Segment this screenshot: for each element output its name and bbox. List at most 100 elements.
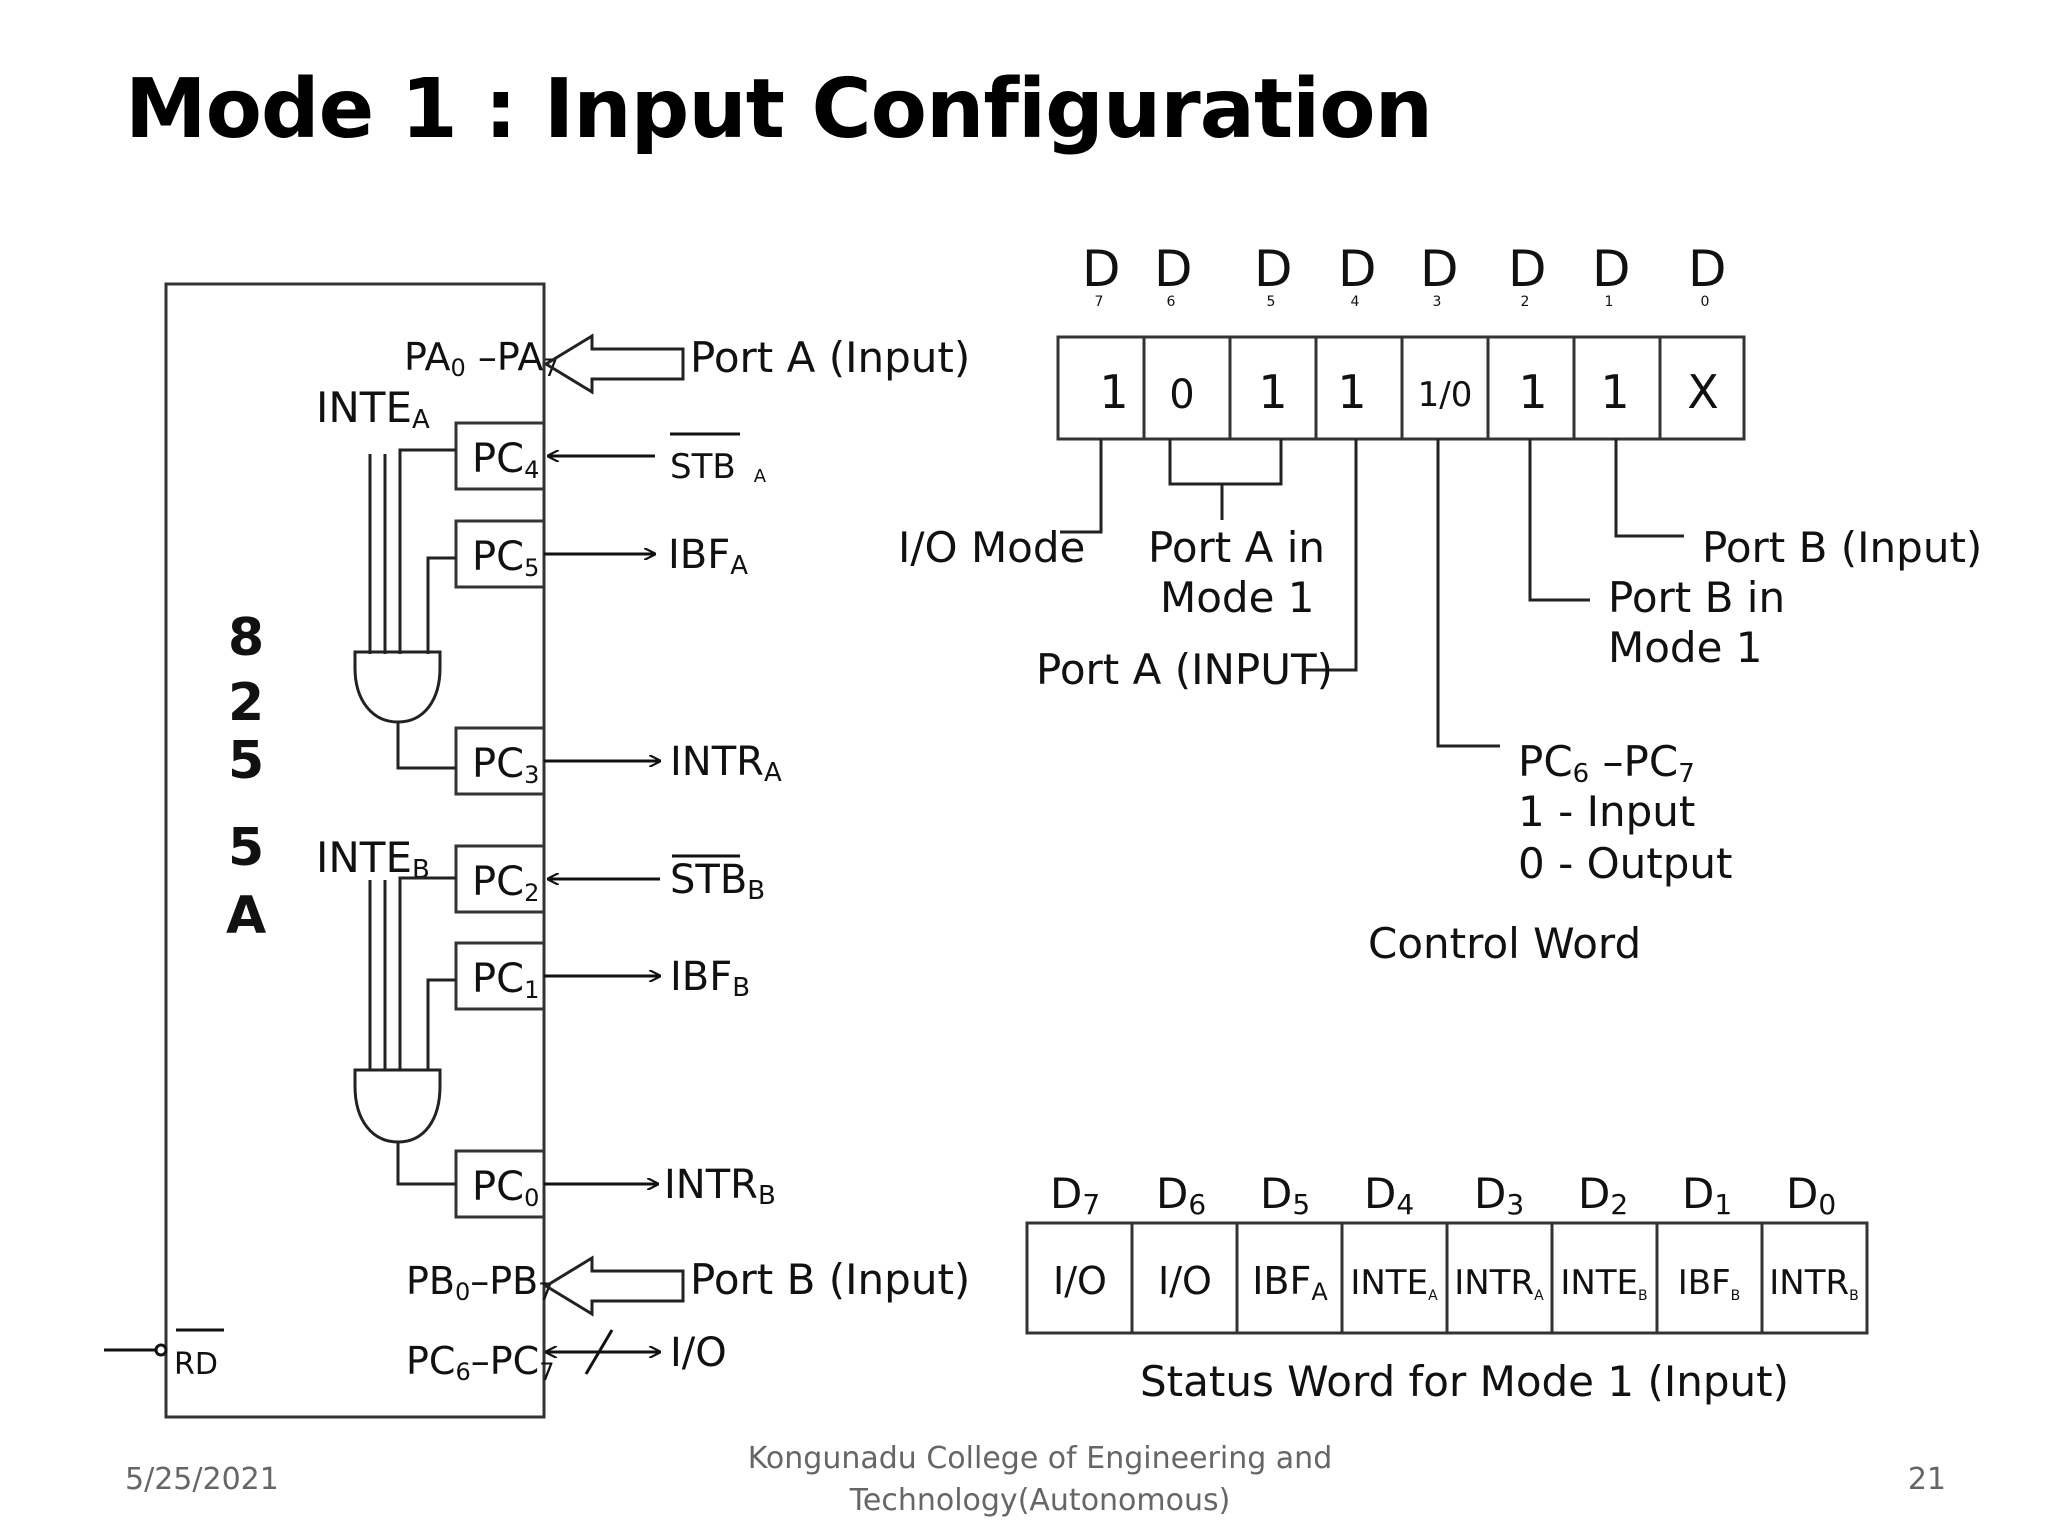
sw-header: D7: [1050, 1169, 1100, 1221]
header-main: D: [1474, 1169, 1506, 1218]
cw-bit: 1: [1518, 365, 1547, 419]
sw-cell: I/O: [1053, 1259, 1107, 1303]
cell-main: INTE: [1350, 1263, 1428, 1303]
cell-main: INTR: [1454, 1263, 1534, 1303]
header-main: D: [1508, 240, 1547, 298]
leader-pc67: [1436, 439, 1500, 748]
cw-bit: 1: [1258, 365, 1287, 419]
sw-header: D4: [1364, 1169, 1414, 1221]
cell-main: I/O: [1053, 1259, 1107, 1303]
and-gate-b: [353, 1068, 442, 1144]
and-gate-a-wiring: [353, 448, 456, 770]
slide-title: Mode 1 : Input Configuration: [125, 62, 1433, 157]
header-sub: 1: [1714, 1188, 1732, 1221]
pin-main: PC: [472, 741, 524, 787]
pin-sub: 2: [524, 879, 539, 907]
cw-bit: 0: [1169, 372, 1194, 418]
pin-pc5: PC5: [472, 534, 539, 582]
pin-pc4: PC4: [472, 436, 539, 484]
port-a-input-label: Port A (Input): [690, 333, 970, 382]
chip-label-char: 5: [228, 818, 264, 878]
inte-main: INTE: [316, 383, 412, 432]
sw-header: D2: [1578, 1169, 1628, 1221]
sw-header: D1: [1682, 1169, 1732, 1221]
header-main: D: [1050, 1169, 1082, 1218]
header-main: D: [1254, 240, 1293, 298]
port-b-bus-arrow: [543, 1255, 685, 1317]
pin-rd: RD: [174, 1347, 218, 1382]
header-sub: 0: [1818, 1188, 1836, 1221]
signal-main: INTR: [670, 739, 764, 785]
inte-main: INTE: [316, 833, 412, 882]
pin-sub: 1: [524, 976, 539, 1004]
header-sub: 4: [1396, 1188, 1414, 1221]
header-main: D: [1154, 240, 1193, 298]
label-sub: 6: [1573, 759, 1590, 789]
footer-org-line1: Kongunadu College of Engineering and: [747, 1441, 1333, 1476]
header-sub: 6: [1167, 294, 1176, 310]
cell-main: INTR: [1769, 1263, 1849, 1303]
cell-sub: A: [1311, 1278, 1328, 1306]
cw-label-port-b-mode-line1: Port B in: [1608, 573, 1785, 622]
pin-labels: PC4 PC5 PC3 PC2 PC1 PC0: [472, 436, 539, 1212]
pin-sub: 0: [450, 354, 465, 382]
cw-label-port-a-mode-line1: Port A in: [1148, 523, 1325, 572]
wire-ibf-b-to-gate: [426, 978, 456, 1070]
pin-main: PC: [472, 436, 524, 482]
leader-port-b-input: [1614, 439, 1684, 538]
header-sub: 7: [1095, 294, 1104, 310]
sw-cell: IBFA: [1252, 1259, 1328, 1306]
header-sub: 1: [1605, 294, 1614, 310]
and-gate-a: [353, 650, 442, 724]
label-main: PC: [1518, 737, 1573, 786]
header-sub: 6: [1188, 1188, 1206, 1221]
signal-sub: B: [732, 973, 750, 1003]
signal-ibf-a: IBFA: [668, 532, 748, 581]
cw-label-pc67: PC6 –PC7: [1518, 737, 1695, 789]
pin-pc6-pc7: PC6–PC7: [406, 1339, 554, 1386]
footer-date: 5/25/2021: [125, 1462, 279, 1497]
cw-bit: 1: [1337, 365, 1366, 419]
label-mid: –PC: [1589, 737, 1678, 786]
control-word-leaders: [1060, 439, 1684, 748]
signal-stb-b: STBB: [670, 857, 765, 906]
header-main: D: [1688, 240, 1727, 298]
status-word-caption: Status Word for Mode 1 (Input): [1140, 1357, 1789, 1406]
leader-io-mode: [1060, 439, 1103, 534]
port-a-bus-arrow: [543, 333, 685, 395]
header-sub: 3: [1506, 1188, 1524, 1221]
signal-sub: A: [754, 466, 767, 487]
signal-main: STB: [670, 857, 747, 903]
pin-sub: 0: [455, 1278, 470, 1306]
header-sub: 7: [1082, 1188, 1100, 1221]
cell-sub: A: [1428, 1288, 1438, 1304]
pin-sub: 5: [524, 554, 539, 582]
chip-label: 8 2 5 5 A: [226, 608, 266, 946]
pin-main: PC: [472, 1164, 524, 1210]
inte-sub: A: [412, 405, 430, 435]
pin-box-pc4: [454, 421, 546, 491]
pin-mid: –PB: [470, 1259, 538, 1303]
pin-pc3: PC3: [472, 741, 539, 789]
sw-header: D3: [1474, 1169, 1524, 1221]
pin-mid: –PC: [471, 1339, 539, 1383]
control-word-dividers: [1142, 337, 1662, 439]
sw-cell: IBFB: [1678, 1263, 1741, 1304]
cw-bit: 1: [1600, 365, 1629, 419]
header-sub: 0: [1701, 294, 1710, 310]
label-sub: 7: [1678, 759, 1695, 789]
header-main: D: [1420, 240, 1459, 298]
pin-main: PC: [472, 534, 524, 580]
pin-main: PC: [472, 956, 524, 1002]
pin-pa0-pa7: PA0 –PA7: [404, 335, 559, 382]
header-main: D: [1156, 1169, 1188, 1218]
sw-header: D6: [1156, 1169, 1206, 1221]
